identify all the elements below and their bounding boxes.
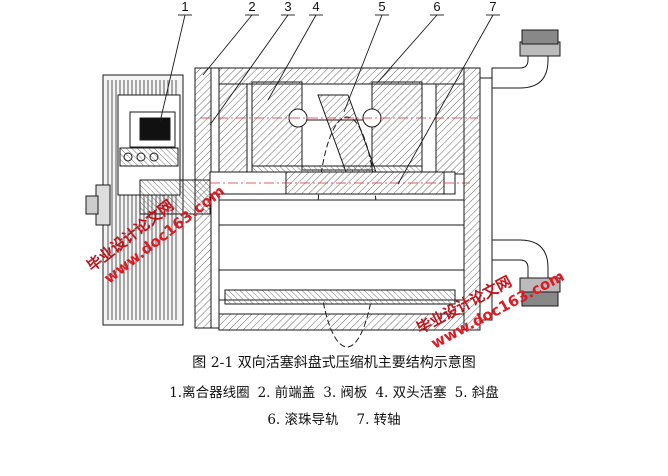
callout-5: 5 bbox=[378, 0, 385, 14]
legend-item: 2. 前端盖 bbox=[257, 385, 316, 401]
legend-line-1: 1.离合器线圈 2. 前端盖 3. 阀板 4. 双头活塞 5. 斜盘 bbox=[0, 381, 668, 401]
legend-item: 1.离合器线圈 bbox=[169, 385, 250, 401]
piston-right bbox=[371, 81, 423, 167]
callout-7: 7 bbox=[489, 0, 496, 14]
legend-item: 7. 转轴 bbox=[356, 412, 401, 428]
legend-item: 4. 双头活塞 bbox=[375, 385, 447, 401]
leader-lines bbox=[159, 14, 500, 185]
pulley bbox=[85, 74, 184, 326]
figure-caption: 图 2-1 双向活塞斜盘式压缩机主要结构示意图 bbox=[192, 355, 476, 371]
legend-item: 3. 阀板 bbox=[323, 385, 368, 401]
callout-labels: 1 2 3 4 5 6 7 bbox=[181, 0, 496, 14]
legend-line-2: 6. 滚珠导轨 7. 转轴 bbox=[0, 408, 668, 428]
legend-item: 5. 斜盘 bbox=[454, 385, 499, 401]
bottom-fitting bbox=[491, 239, 561, 307]
top-fitting bbox=[491, 29, 561, 89]
callout-3: 3 bbox=[284, 0, 291, 14]
clutch-coil bbox=[139, 117, 171, 141]
callout-1: 1 bbox=[181, 0, 188, 14]
callout-2: 2 bbox=[248, 0, 255, 14]
callout-6: 6 bbox=[433, 0, 440, 14]
callout-4: 4 bbox=[312, 0, 319, 14]
drawing bbox=[85, 14, 561, 348]
legend-item: 6. 滚珠导轨 bbox=[267, 412, 339, 428]
